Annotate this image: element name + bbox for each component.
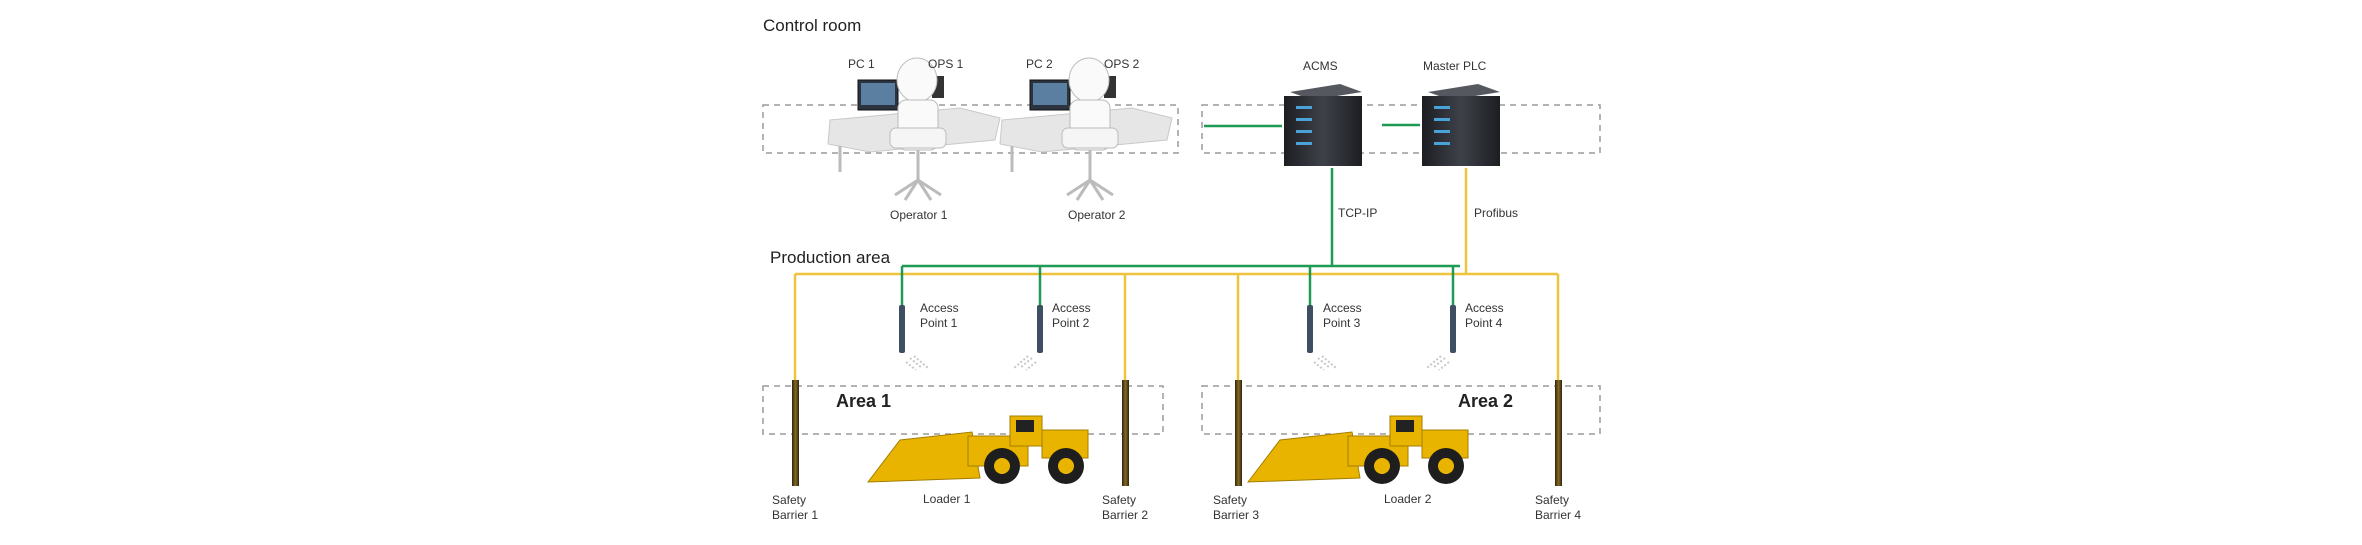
profibus-label: Profibus [1474,206,1519,220]
acms-label: ACMS [1303,59,1338,73]
access-point-1 [899,305,929,371]
production-area-heading: Production area [770,248,891,267]
ops1-label: OPS 1 [928,57,964,71]
operator2-label: Operator 2 [1068,208,1126,222]
control-room-zone-right [1201,104,1601,154]
loader2-label: Loader 2 [1384,492,1432,506]
safety-barrier-2-label: Safety Barrier 2 [1102,493,1149,522]
access-point-4 [1426,305,1456,371]
access-point-4-label: Access Point 4 [1465,301,1504,330]
profibus-network [793,168,1560,380]
control-room-zone-left [762,104,1179,154]
area1-zone [762,385,1164,435]
safety-barrier-2-pole [1122,380,1129,486]
workstation-2 [999,57,1173,201]
tcp-ip-network [900,123,1460,305]
workstation-1 [827,57,1001,201]
control-room-heading: Control room [763,16,862,35]
acms-server [1284,84,1362,166]
tcp-ip-label: TCP-IP [1338,206,1378,220]
master-plc-server [1422,84,1500,166]
area2-label: Area 2 [1458,391,1514,411]
safety-barrier-4-pole [1555,380,1562,486]
loader-2 [1246,415,1469,484]
access-point-3 [1307,305,1337,371]
access-point-2 [1013,305,1043,371]
safety-barrier-4-label: Safety Barrier 4 [1535,493,1582,522]
ops2-label: OPS 2 [1104,57,1140,71]
access-point-1-label: Access Point 1 [920,301,959,330]
pc2-label: PC 2 [1026,57,1053,71]
access-point-3-label: Access Point 3 [1323,301,1362,330]
master-plc-label: Master PLC [1423,59,1487,73]
safety-barrier-3-label: Safety Barrier 3 [1213,493,1260,522]
pc1-label: PC 1 [848,57,875,71]
safety-barrier-1-label: Safety Barrier 1 [772,493,819,522]
safety-barrier-1-pole [792,380,799,486]
loader1-label: Loader 1 [923,492,971,506]
area1-label: Area 1 [836,391,892,411]
loader-1 [866,415,1089,484]
operator1-label: Operator 1 [890,208,948,222]
area2-zone [1201,385,1601,435]
safety-barrier-3-pole [1235,380,1242,486]
access-point-2-label: Access Point 2 [1052,301,1091,330]
